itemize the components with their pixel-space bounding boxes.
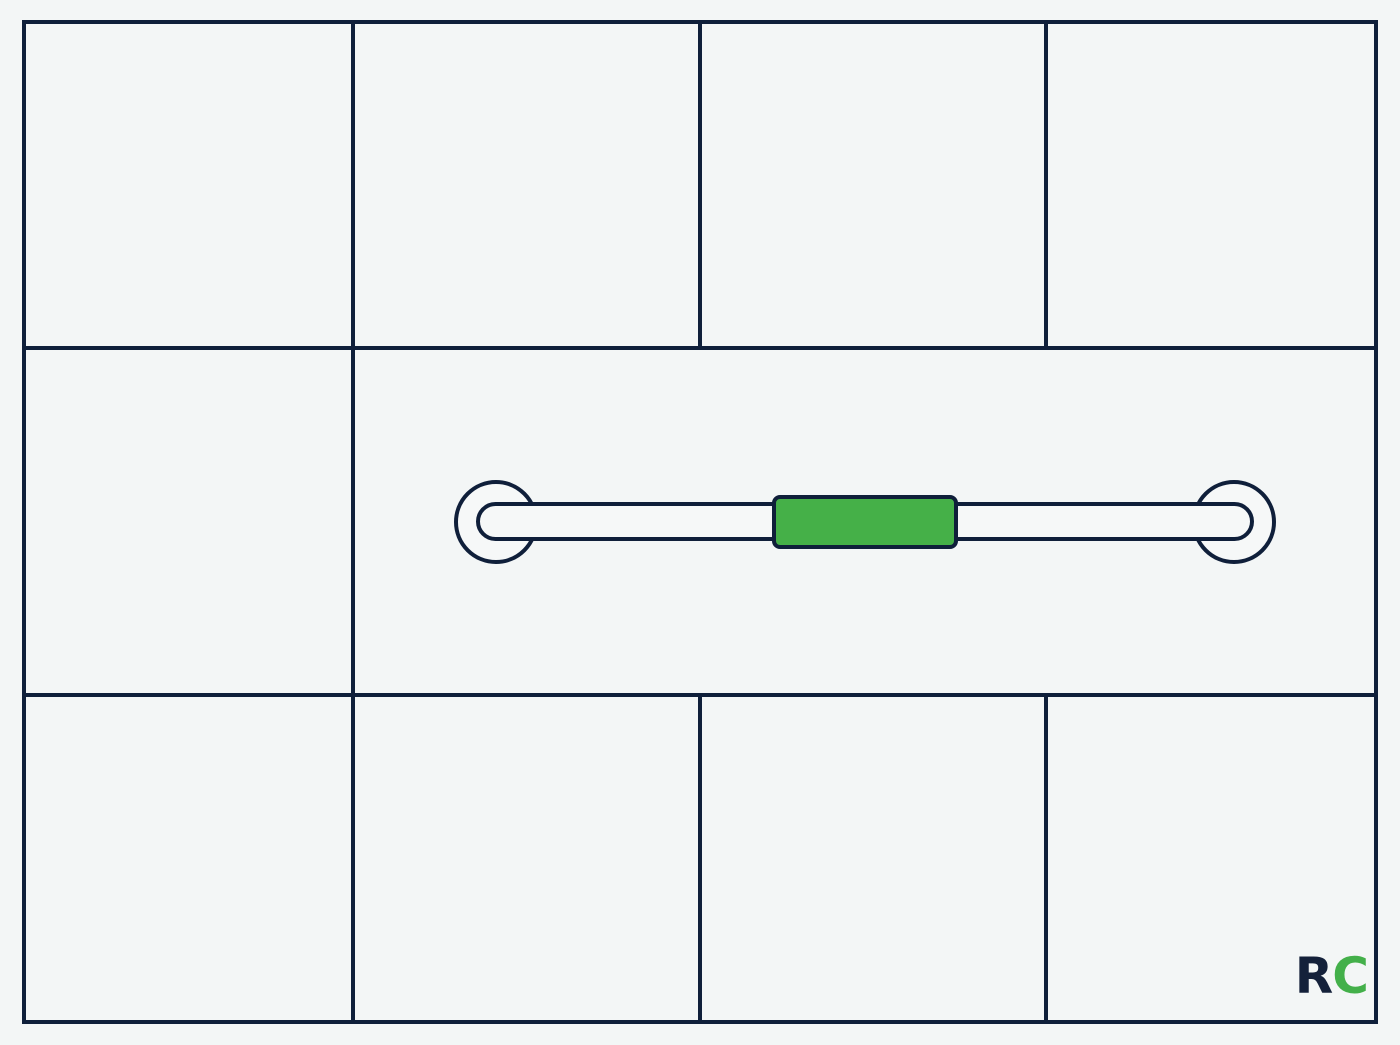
- logo-letter-r: R: [1294, 947, 1334, 1005]
- logo-letter-c: C: [1332, 947, 1369, 1005]
- grab-bar-grip: [772, 495, 958, 549]
- brand-logo: RC: [1295, 951, 1369, 1001]
- grab-bar-icon: [454, 480, 1276, 564]
